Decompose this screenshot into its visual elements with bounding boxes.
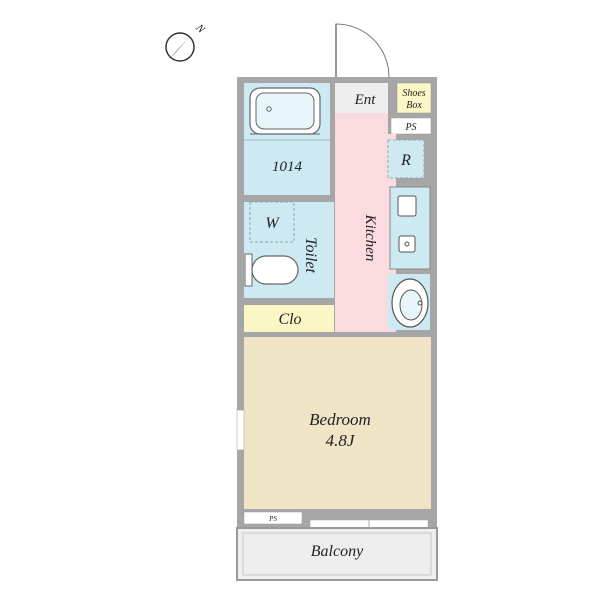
stove-icon bbox=[397, 195, 417, 217]
kitchen-floor bbox=[335, 113, 388, 332]
closet-label: Clo bbox=[278, 311, 301, 328]
washer-icon bbox=[249, 201, 295, 243]
entrance-door-swing bbox=[335, 23, 390, 78]
compass-arrow-dark bbox=[168, 34, 192, 60]
toilet-label: Toilet bbox=[302, 237, 319, 273]
bedroom-size: 4.8J bbox=[326, 431, 356, 450]
bath-label: 1014 bbox=[272, 159, 303, 175]
compass-arrow-light bbox=[168, 34, 192, 60]
bath-toilet-wall bbox=[244, 195, 330, 202]
shoes-box bbox=[396, 82, 432, 114]
compass: N bbox=[165, 21, 208, 62]
balcony-label: Balcony bbox=[311, 543, 364, 560]
ps-bottom-label: PS bbox=[268, 515, 277, 523]
closet bbox=[244, 305, 334, 332]
ps-bottom bbox=[243, 511, 303, 525]
balcony bbox=[236, 527, 438, 581]
bedroom-window bbox=[236, 409, 245, 451]
shoes-box-label-1: Shoes bbox=[402, 88, 425, 99]
bedroom bbox=[244, 337, 431, 509]
refrigerator-label: R bbox=[400, 152, 411, 169]
toilet-tank-icon bbox=[244, 253, 253, 287]
sink-drain-icon bbox=[404, 241, 410, 247]
entrance bbox=[335, 83, 388, 113]
bathtub-basin bbox=[255, 92, 315, 130]
ps-top-label: PS bbox=[404, 122, 416, 133]
balcony-rail bbox=[242, 532, 432, 576]
bedroom-label: Bedroom bbox=[309, 410, 371, 429]
washer-label: W bbox=[265, 215, 280, 232]
refrigerator-space bbox=[387, 139, 425, 179]
washbasin-drain-icon bbox=[417, 300, 423, 306]
entrance-label: Ent bbox=[354, 92, 377, 108]
ps-top bbox=[390, 117, 432, 135]
kitchen-label: Kitchen bbox=[362, 214, 378, 262]
toilet-bowl-icon bbox=[251, 255, 299, 285]
compass-label: N bbox=[193, 21, 208, 36]
shoes-box-label-2: Box bbox=[406, 100, 422, 111]
drain-icon bbox=[266, 106, 272, 112]
sink-icon bbox=[398, 235, 416, 253]
compass-circle bbox=[165, 32, 195, 62]
washbasin-bowl bbox=[399, 289, 423, 321]
